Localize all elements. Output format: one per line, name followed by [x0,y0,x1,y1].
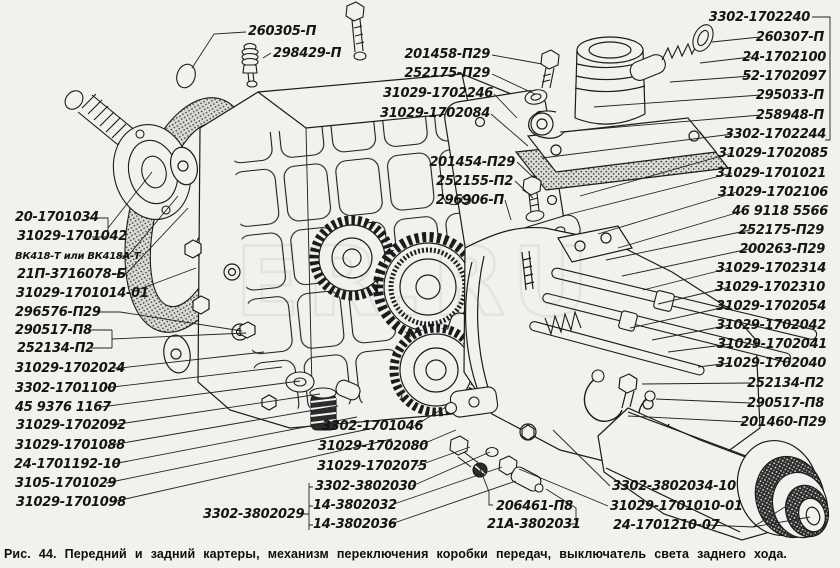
part-label: 31029-1702092 [16,418,127,433]
small-parts-bottom [285,371,544,493]
part-label: 252134-П2 [17,341,94,356]
part-label: 21П-3716078-Б [17,267,127,282]
part-label: 3302-3802029 [203,507,305,522]
part-label: 45 9376 1167 [15,400,111,415]
part-label: 31029-1702085 [717,146,828,161]
part-label: 252175-П29 [738,223,824,238]
part-label: 3105-1701029 [15,476,117,491]
part-label: 24-1701210-07 [613,518,720,533]
part-label: 31029-1701010-01 [610,499,743,514]
part-label: 298429-П [273,46,342,61]
part-label: 3302-1701100 [15,381,117,396]
part-label: 31029-1702075 [317,459,428,474]
detent-parts-top [524,24,714,105]
part-label: 296906-П [435,193,504,208]
part-label: 24-1702100 [742,50,826,65]
part-label: 21А-3802031 [487,517,581,532]
part-label: 260305-П [248,24,317,39]
part-label: 295033-П [755,88,824,103]
part-label: ВК418-Т или ВК418А-Т [15,251,141,262]
part-label: 31029-1702080 [318,439,429,454]
part-label: 14-3802032 [313,498,397,513]
part-label: 20-1701034 [15,210,99,225]
part-label: 31029-1702314 [715,261,826,276]
part-label: 290517-П8 [15,323,92,338]
figure-caption: Рис. 44. Передний и задний картеры, меха… [4,547,788,561]
shift-tower [514,36,730,191]
part-label: 24-1701192-10 [14,457,121,472]
part-label: 31029-1702106 [717,185,828,200]
part-label: 52-1702097 [742,69,826,84]
part-label: 258948-П [755,108,824,123]
part-label: 31029-1702054 [715,299,826,314]
part-label: 201460-П29 [740,415,826,430]
part-label: 252155-П2 [436,174,513,189]
part-label: 206461-П8 [496,499,573,514]
part-label: 290517-П8 [747,396,824,411]
part-label: 31029-1702041 [716,337,827,352]
part-label: 31029-1701098 [16,495,127,510]
part-label: 3302-1702240 [708,10,811,25]
part-label: 3302-3802030 [315,479,417,494]
part-label: 252134-П2 [747,376,824,391]
part-label: 31029-1701021 [715,166,826,181]
part-label: 201454-П29 [429,155,515,170]
part-label: 31029-1701088 [15,438,126,453]
part-label: 3302-3802034-10 [612,479,736,494]
part-label: 3302-1701046 [322,419,424,434]
part-label: 31029-1702246 [382,86,493,101]
part-label: 31029-1701014-01 [16,286,149,301]
part-label: 201458-П29 [404,47,490,62]
part-label: 31029-1702040 [715,356,826,371]
part-label: 296576-П29 [15,305,101,320]
part-label: 46 9118 5566 [732,204,828,219]
part-label: 260307-П [755,30,824,45]
shift-rails [449,267,818,434]
part-label: 3302-1702244 [724,127,827,142]
part-label: 31029-1702084 [379,106,490,121]
part-label: 31029-1702024 [15,361,126,376]
part-label: 31029-1702042 [715,318,826,333]
part-label: 31029-1702310 [714,280,825,295]
leader-lines [88,16,831,530]
part-label: 31029-1701042 [17,229,128,244]
part-label: 252175-П29 [404,66,490,81]
part-label: 200263-П29 [739,242,825,257]
breather-and-plugs [176,1,367,89]
part-label: 14-3802036 [313,517,397,532]
